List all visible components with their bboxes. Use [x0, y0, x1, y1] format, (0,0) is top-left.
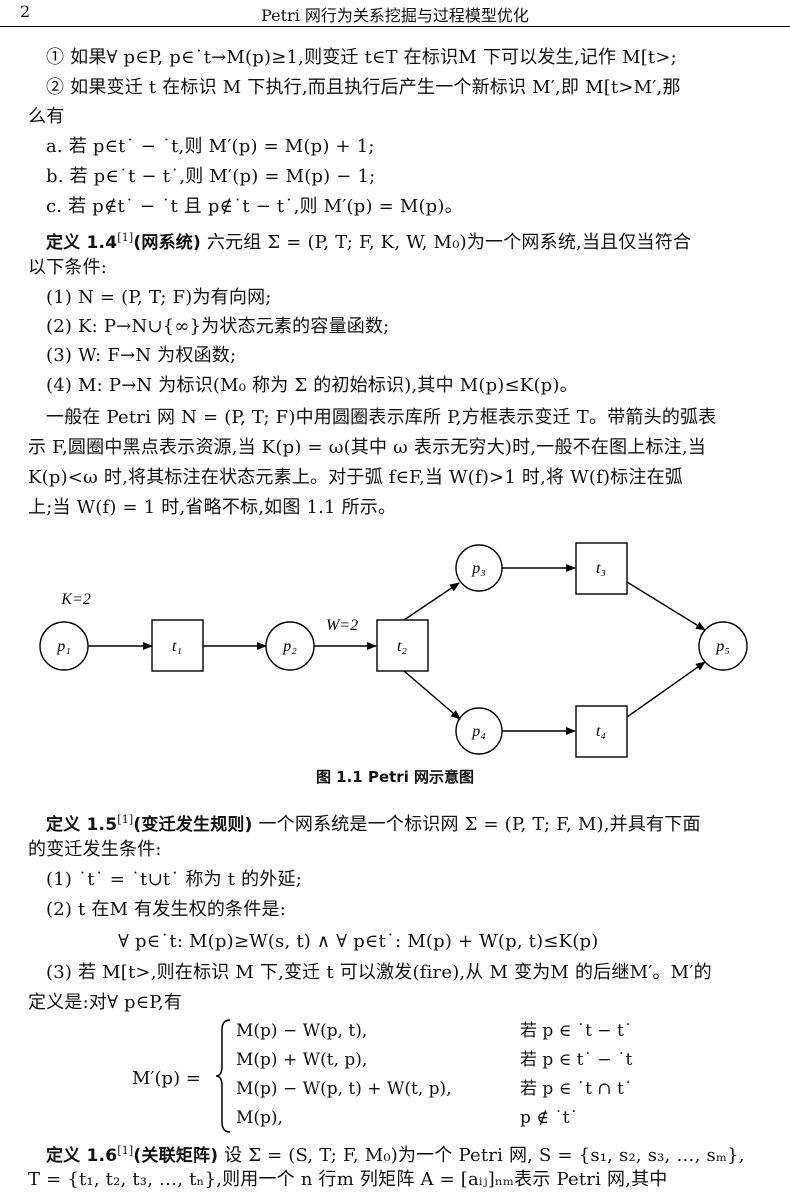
label-t3: t₃: [596, 560, 606, 577]
definition-name: (网系统): [133, 233, 201, 253]
definition-text: 一个网系统是一个标识网 Σ = (P, T; F, M),并具有下面: [252, 814, 701, 835]
arc-t2-p3: [403, 582, 460, 621]
capacity-label: K=2: [60, 591, 90, 608]
firing-item-3-cont: 定义是:对∀ p∈P,有: [28, 992, 183, 1013]
place-p4: [455, 707, 503, 755]
piecewise-lhs: M′(p) =: [132, 1068, 201, 1089]
definition-label: 定义 1.6: [46, 1146, 118, 1166]
paragraph-line-1: 一般在 Petri 网 N = (P, T; F)中用圆圈表示库所 P,方框表示…: [46, 407, 717, 428]
definition-name: (变迁发生规则): [133, 815, 253, 835]
arc-t3-p5: [626, 581, 706, 631]
rule-line-1: ① 如果∀ p∈P, p∈˙t→M(p)≥1,则变迁 t∈T 在标识M 下可以发…: [46, 47, 677, 68]
label-t4: t₄: [596, 723, 606, 740]
label-p3: p₃: [471, 560, 486, 577]
case-expr-2: M(p) + W(t, p),: [236, 1050, 368, 1070]
firing-item-2: (2) t 在M 有发生权的条件是:: [46, 899, 286, 920]
book-title: Petri 网行为关系挖掘与过程模型优化: [261, 6, 529, 25]
definition-item-2: (2) K: P→N∪{∞}为状态元素的容量函数;: [46, 316, 390, 337]
citation-ref: [1]: [117, 813, 134, 826]
transition-t1: [151, 619, 204, 672]
firing-item-3: (3) 若 M[t>,则在标识 M 下,变迁 t 可以激发(fire),从 M …: [46, 962, 712, 983]
definition-item-4: (4) M: P→N 为标识(M₀ 称为 Σ 的初始标识),其中 M(p)≤K(…: [46, 375, 578, 396]
page-number: 2: [20, 2, 31, 21]
definition-item-3: (3) W: F→N 为权函数;: [46, 345, 237, 366]
label-t2: t₂: [397, 638, 407, 655]
citation-ref: [1]: [117, 1144, 134, 1157]
case-expr-4: M(p),: [236, 1108, 283, 1128]
definition-1-6-cont: T = {t₁, t₂, t₃, …, tₙ},则用一个 n 行m 列矩阵 A …: [28, 1169, 668, 1190]
transition-t3: [575, 542, 628, 595]
definition-name: (关联矩阵): [133, 1146, 219, 1166]
case-cond-3: 若 p ∈ ˙t ∩ t˙: [520, 1079, 633, 1099]
rule-line-2: ② 如果变迁 t 在标识 M 下执行,而且执行后产生一个新标识 M′,即 M[t…: [46, 77, 681, 98]
weight-label: W=2: [326, 617, 358, 634]
rule-case-c: c. 若 p∉t˙ − ˙t 且 p∉˙t − t˙,则 M′(p) = M(p…: [46, 196, 463, 217]
label-p4: p₄: [471, 723, 486, 740]
place-p5: [698, 621, 748, 671]
definition-label: 定义 1.4: [46, 233, 118, 253]
enabling-condition-formula: ∀ p∈˙t: M(p)≥W(s, t) ∧ ∀ p∈t˙: M(p) + W(…: [118, 931, 599, 952]
definition-text: 设 Σ = (S, T; F, M₀)为一个 Petri 网, S = {s₁,…: [218, 1145, 745, 1166]
label-p2: p₂: [282, 638, 297, 655]
definition-1-5-cont: 的变迁发生条件:: [28, 839, 162, 860]
rule-case-a: a. 若 p∈t˙ − ˙t,则 M′(p) = M(p) + 1;: [46, 136, 375, 157]
transition-t4: [575, 705, 628, 758]
case-cond-4: p ∉ ˙t˙: [520, 1108, 579, 1128]
place-p1: [39, 621, 89, 671]
case-expr-1: M(p) − W(p, t),: [236, 1021, 368, 1041]
definition-1-5-heading: 定义 1.5[1](变迁发生规则) 一个网系统是一个标识网 Σ = (P, T;…: [46, 806, 772, 839]
transition-t2: [376, 619, 429, 672]
label-p1: p₁: [56, 638, 71, 655]
label-t1: t₁: [172, 638, 182, 655]
petri-net-figure: p₁ p₂ p₃ p₄ p₅ t₁ t₂ t₃ t₄ K=2 W=2: [39, 542, 748, 758]
definition-1-6-heading: 定义 1.6[1](关联矩阵) 设 Σ = (S, T; F, M₀)为一个 P…: [46, 1137, 772, 1170]
label-p5: p₅: [715, 638, 730, 655]
case-expr-3: M(p) − W(p, t) + W(t, p),: [236, 1079, 452, 1099]
figure-caption: 图 1.1 Petri 网示意图: [315, 768, 475, 786]
paragraph-line-3: K(p)<ω 时,将其标注在状态元素上。对于弧 f∈F,当 W(f)>1 时,将…: [28, 467, 683, 488]
case-cond-2: 若 p ∈ t˙ − ˙t: [520, 1050, 633, 1070]
rule-case-b: b. 若 p∈˙t − t˙,则 M′(p) = M(p) − 1;: [46, 166, 376, 187]
running-header: 2 Petri 网行为关系挖掘与过程模型优化: [0, 0, 790, 27]
citation-ref: [1]: [117, 231, 134, 244]
definition-1-4-cont: 以下条件:: [28, 257, 108, 278]
left-brace: [215, 1019, 231, 1133]
arc-t4-p5: [626, 661, 706, 718]
definition-text: 六元组 Σ = (P, T; F, K, W, M₀)为一个网系统,当且仅当符合: [200, 232, 692, 253]
definition-item-1: (1) N = (P, T; F)为有向网;: [46, 287, 272, 308]
place-p3: [455, 544, 503, 592]
paragraph-line-4: 上;当 W(f) = 1 时,省略不标,如图 1.1 所示。: [28, 497, 397, 518]
definition-label: 定义 1.5: [46, 815, 118, 835]
firing-item-1: (1) ˙t˙ = ˙t∪t˙ 称为 t 的外延;: [46, 869, 302, 890]
place-p2: [265, 621, 315, 671]
case-cond-1: 若 p ∈ ˙t − t˙: [520, 1021, 633, 1041]
rule-line-3: 么有: [28, 106, 65, 127]
paragraph-line-2: 示 F,圆圈中黑点表示资源,当 K(p) = ω(其中 ω 表示无穷大)时,一般…: [28, 437, 706, 458]
arc-t2-p4: [403, 670, 461, 720]
definition-1-4-heading: 定义 1.4[1](网系统) 六元组 Σ = (P, T; F, K, W, M…: [46, 224, 772, 257]
